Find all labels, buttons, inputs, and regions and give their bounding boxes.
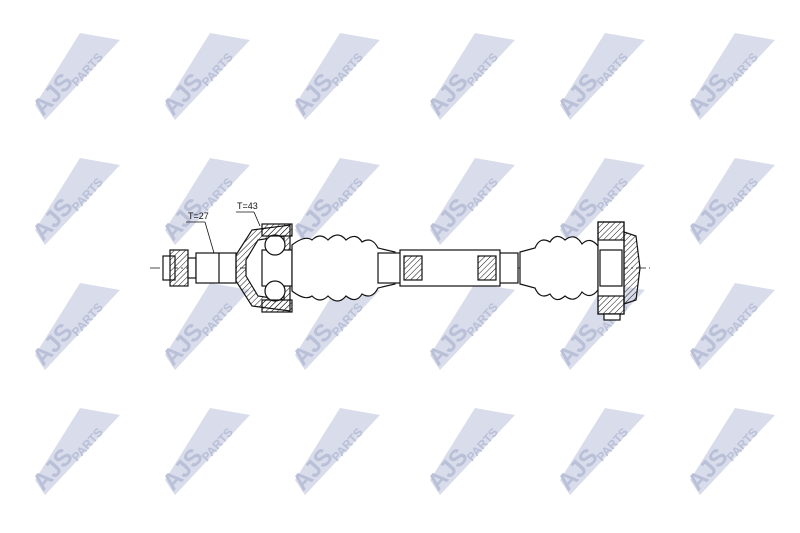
outer-spline-stub <box>162 249 237 287</box>
label-teeth-outer: T=27 <box>188 211 209 221</box>
label-teeth-inner: T=43 <box>237 201 258 211</box>
outer-cv-joint <box>235 223 293 313</box>
right-boot <box>519 235 599 301</box>
left-boot <box>291 234 396 302</box>
inner-cv-joint <box>597 221 641 321</box>
